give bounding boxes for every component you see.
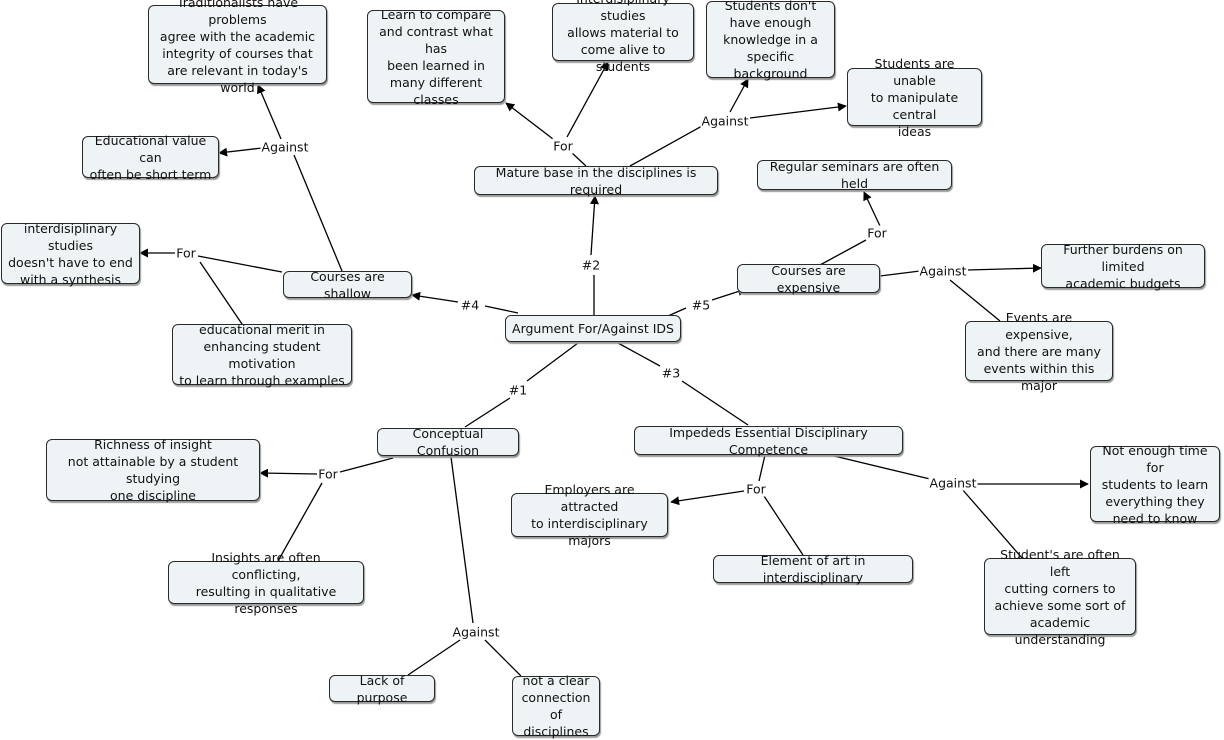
node-not-clear-connection[interactable]: not a clear connection of disciplines	[512, 673, 600, 739]
link-label-3: #3	[660, 365, 682, 381]
node-not-enough-knowledge[interactable]: Students don't have enough knowledge in …	[706, 0, 835, 81]
node-regular-seminars[interactable]: Regular seminars are often held	[757, 159, 952, 191]
link-label-confusion-for: For	[317, 466, 339, 482]
node-traditionalists[interactable]: Traditionalists have problems agree with…	[148, 0, 327, 95]
link-label-confusion-against: Against	[451, 624, 501, 640]
link-label-5: #5	[690, 297, 712, 313]
node-courses-expensive[interactable]: Courses are expensive	[737, 263, 880, 295]
node-element-of-art[interactable]: Element of art in interdisciplinary	[713, 553, 913, 585]
node-not-enough-time[interactable]: Not enough time for students to learn ev…	[1090, 443, 1220, 526]
link-label-shallow-against: Against	[260, 139, 310, 155]
link-label-impedes-against: Against	[928, 475, 978, 491]
node-courses-shallow[interactable]: Courses are shallow	[283, 269, 412, 301]
node-impedes-competence[interactable]: Impededs Essential Disciplinary Competen…	[634, 425, 903, 457]
link-label-impedes-for: For	[745, 481, 767, 497]
link-label-shallow-for: For	[175, 245, 197, 261]
link-label-1: #1	[507, 382, 529, 398]
node-material-alive[interactable]: Interdisiplinary studies allows material…	[552, 0, 694, 74]
node-employers-attracted[interactable]: Employers are attracted to interdiscipli…	[511, 482, 668, 548]
node-short-term-value[interactable]: Educational value can often be short ter…	[82, 133, 219, 182]
link-label-expensive-for: For	[866, 225, 888, 241]
node-compare-contrast[interactable]: Learn to compare and contrast what has b…	[367, 7, 505, 107]
link-label-mature-for: For	[552, 138, 574, 154]
node-educational-merit[interactable]: educational merit in enhancing student m…	[172, 322, 352, 388]
link-label-mature-against: Against	[700, 113, 750, 129]
node-richness-insight[interactable]: Richness of insight not attainable by a …	[46, 437, 260, 503]
link-label-4: #4	[459, 297, 481, 313]
link-label-2: #2	[580, 257, 602, 273]
node-events-expensive[interactable]: Events are expensive, and there are many…	[965, 310, 1113, 393]
node-no-synthesis[interactable]: interdisiplinary studies doesn't have to…	[1, 221, 140, 287]
node-conceptual-confusion[interactable]: Conceptual Confusion	[377, 426, 519, 458]
node-unable-manipulate[interactable]: Students are unable to manipulate centra…	[847, 56, 982, 139]
node-lack-purpose[interactable]: Lack of purpose	[329, 673, 435, 705]
node-insights-conflicting[interactable]: Insights are often conflicting, resultin…	[168, 550, 364, 616]
central-node-argument[interactable]: Argument For/Against IDS	[505, 315, 681, 342]
node-mature-base[interactable]: Mature base in the disciplines is requir…	[474, 165, 718, 197]
node-cutting-corners[interactable]: Student's are often left cutting corners…	[984, 547, 1136, 647]
node-further-burdens[interactable]: Further burdens on limited academic budg…	[1041, 242, 1205, 291]
link-label-expensive-against: Against	[918, 263, 968, 279]
